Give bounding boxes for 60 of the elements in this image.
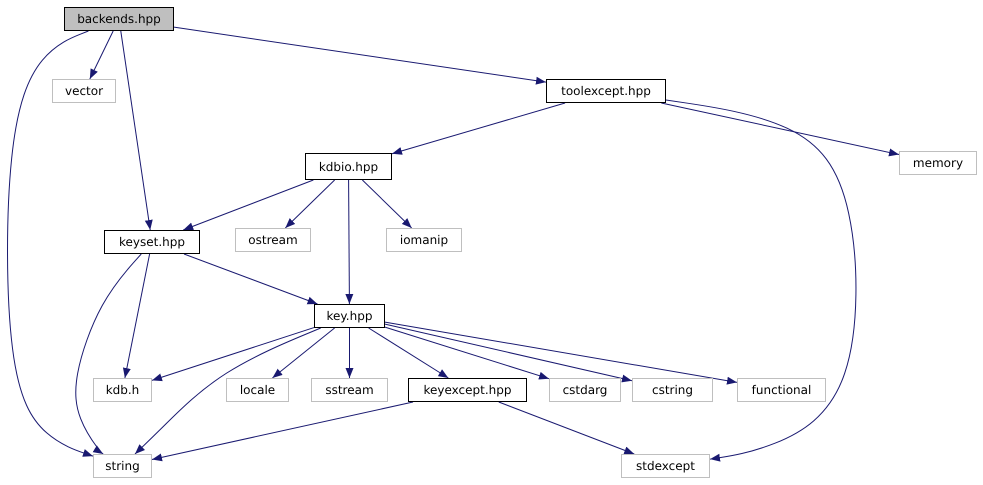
file-box [305,153,392,180]
file-name: sstream [325,383,374,397]
file-box [632,378,713,402]
arrow [120,30,153,230]
arrow [89,30,114,80]
file-box [93,378,152,402]
file-box [408,378,527,402]
arrow [174,26,546,85]
arrow [182,180,314,230]
file-box [546,79,666,103]
file-name: toolexcept.hpp [561,84,651,98]
arrow [392,102,566,155]
file-name: stdexcept [636,459,695,473]
file-name: key.hpp [326,309,372,323]
file-name: ostream [248,233,298,247]
arrow [346,328,354,378]
arrow [362,180,412,228]
arrow [345,180,354,304]
file-name: vector [64,84,104,98]
file-box [314,304,385,328]
file-box [899,151,977,175]
arrow [75,254,142,454]
file-box [93,454,152,478]
arrow [122,254,150,378]
arrow [272,328,336,378]
arrow [384,326,550,380]
file-name: memory [912,156,964,170]
arrow [7,30,94,457]
file-box [549,378,621,402]
file-name: functional [752,383,812,397]
file-box [226,378,289,402]
file-box [104,230,200,254]
arrow [384,324,632,382]
file-name: kdb.h [106,383,140,397]
arrow [368,328,449,378]
file-name: string [105,459,140,473]
arrow [184,254,318,304]
file-name: iomanip [400,233,448,247]
file-box [386,228,462,252]
file-box [311,378,388,402]
arrow [384,322,738,385]
arrow [152,402,414,462]
file-box [737,378,826,402]
file-box [64,7,174,31]
arrow [134,328,322,454]
arrow [152,327,314,382]
file-name: kdbio.hpp [318,160,378,174]
file-name: keyexcept.hpp [423,383,512,397]
file-box [52,79,116,103]
arrow [660,102,900,156]
file-name: keyset.hpp [119,235,185,249]
file-name: cstdarg [562,383,608,397]
arrow [284,180,336,228]
file-name: backends.hpp [77,12,161,26]
file-box [235,228,311,252]
file-name: cstring [652,383,694,397]
file-box [621,454,710,478]
arrow [666,99,856,462]
arrow [498,402,635,454]
file-name: locale [240,383,276,397]
